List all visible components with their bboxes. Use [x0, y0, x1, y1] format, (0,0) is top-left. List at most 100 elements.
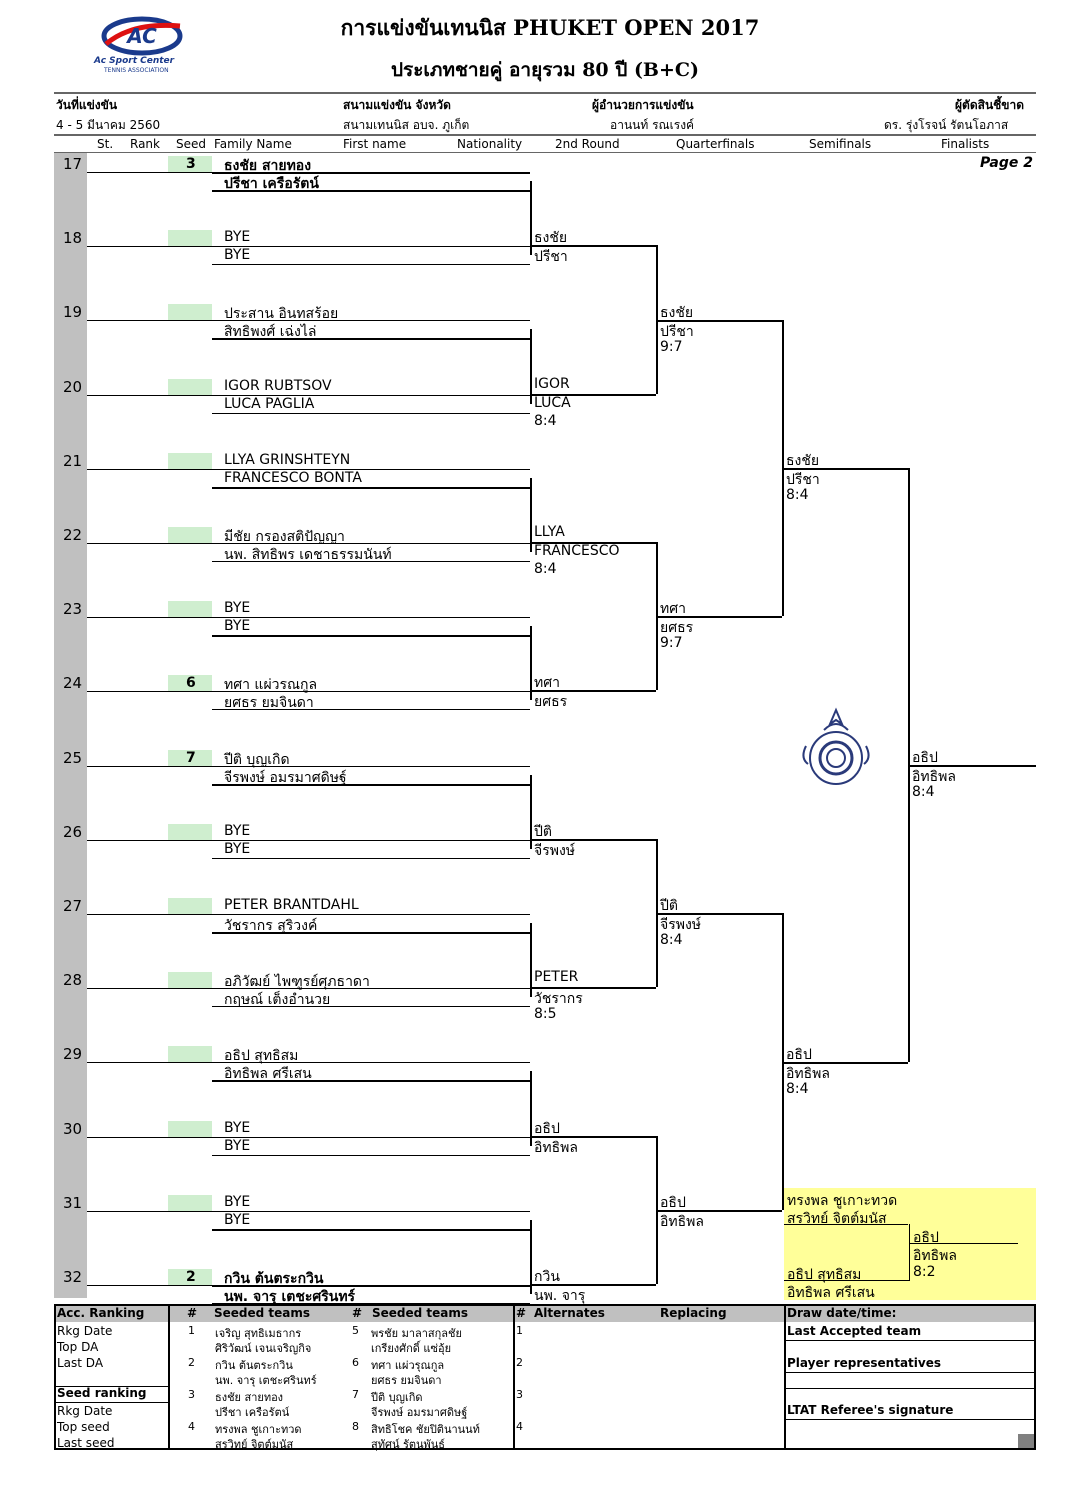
info-referee: ดร. รุ่งโรจน์ รัตนโอภาส [884, 118, 1009, 132]
final-box-winner-b: อิทธิพล [913, 1248, 957, 1264]
round2-name-b: จีรพงษ์ [534, 843, 576, 859]
team-player-1: กวิน ต้นตระกวิน [224, 1271, 324, 1287]
entry-line-left [87, 320, 212, 321]
finalist-score: 8:4 [912, 784, 935, 800]
entry-line-left [87, 172, 212, 173]
entry-line-left [87, 1137, 212, 1138]
seeded-name-b: ศิริวัฒน์ เจนเจริญกิจ [215, 1342, 312, 1355]
entry-line-left [87, 914, 212, 915]
draw-number: 22 [63, 526, 83, 544]
final-box-top-b: สรวิทย์ จิตต์มนัส [787, 1211, 887, 1227]
seed-cell [168, 1195, 212, 1211]
footer-right-label: Last Accepted team [787, 1324, 922, 1338]
entry-line-2 [212, 1229, 530, 1231]
seeded-name-a: พรชัย มาลาสกุลชัย [371, 1327, 462, 1340]
team-player-2: BYE [224, 1212, 251, 1228]
footer-right-rule-0 [786, 1340, 1034, 1341]
seed-cell [168, 453, 212, 469]
entry-line-left [87, 1062, 212, 1063]
seed-number: 3 [186, 156, 196, 172]
round2-score: 8:4 [534, 413, 557, 429]
seed-cell [168, 1121, 212, 1137]
col-sf: Semifinals [809, 137, 872, 151]
round2-name-a: ทศา [534, 675, 560, 691]
draw-number: 24 [63, 674, 83, 692]
seeded-name-a: ทรงพล ชูเกาะทวด [215, 1423, 302, 1436]
team-player-1: LLYA GRINSHTEYN [224, 452, 351, 468]
logo-mark-icon: AC [101, 16, 183, 56]
seed-cell [168, 230, 212, 246]
team-player-2: ยศธร ยมจินดา [224, 695, 314, 711]
qf-name-a: ทศา [660, 601, 686, 617]
logo: AC Ac Sport Center TENNIS ASSOCIATION [92, 14, 192, 76]
entry-line-left [87, 246, 212, 247]
qf-name-a: อธิป [660, 1195, 686, 1211]
seeded-num: 1 [188, 1324, 195, 1337]
entry-line-1 [212, 988, 530, 989]
sf-output-line [782, 468, 908, 470]
round2-output-line [530, 987, 656, 989]
draw-number: 25 [63, 749, 83, 767]
footer-right-label: Draw date/time: [787, 1306, 897, 1320]
draw-number: 17 [63, 155, 83, 173]
draw-number: 29 [63, 1045, 83, 1063]
qf-name-b: จีรพงษ์ [660, 917, 702, 933]
info-bottom-rule [54, 134, 1036, 136]
seed-cell [168, 304, 212, 320]
entry-line-2 [212, 1155, 530, 1156]
seed-cell [168, 750, 212, 766]
seeded-hdr-num-2: # [352, 1306, 363, 1320]
footer-left-label: Top seed [57, 1420, 110, 1434]
team-player-2: สิทธิพงศ์ เฉ่งไล่ [224, 324, 317, 340]
info-top-rule [54, 92, 1036, 94]
seeded-name-b: เกรียงศักดิ์ แซ่อุ้ย [371, 1342, 452, 1355]
entry-line-2 [212, 561, 530, 562]
entry-line-left [87, 988, 212, 989]
seeded-name-b: สรวิทย์ จิตต์มนัส [215, 1438, 294, 1451]
footer-divider-1 [513, 1304, 515, 1450]
round2-name-a: ปีติ [534, 824, 552, 840]
team-player-2: ปรีชา เครือรัตน์ [224, 176, 319, 192]
entry-line-2 [212, 709, 530, 710]
team-player-2: FRANCESCO BONTA [224, 470, 362, 486]
seeded-num: 4 [188, 1420, 195, 1433]
entry-line-left [87, 395, 212, 396]
seeded-num: 7 [352, 1388, 359, 1401]
info-label-date: วันที่แข่งขัน [56, 98, 118, 112]
round2-output-line [530, 1284, 656, 1286]
final-box-score: 8:2 [913, 1264, 936, 1280]
seeded-name-a: เจริญ สุทธิเมธากร [215, 1327, 302, 1340]
page-subtitle: ประเภทชายคู่ อายุรวม 80 ปี (B+C) [390, 59, 700, 81]
round2-name-a: IGOR [534, 376, 570, 392]
draw-number: 26 [63, 823, 83, 841]
round2-name-a: กวิน [534, 1269, 560, 1285]
round2-name-b: ยศธร [534, 694, 568, 710]
round2-connector [530, 923, 532, 997]
round2-output-line [530, 394, 656, 396]
team-player-2: จีรพงษ์ อมรมาศดิษฐ์ [224, 770, 347, 786]
sf-name-b: อิทธิพล [786, 1066, 830, 1082]
final-box-winner-a: อธิป [913, 1230, 939, 1246]
final-box-rule-1 [784, 1224, 908, 1225]
alternate-num: 3 [516, 1388, 523, 1401]
entry-line-2 [212, 858, 530, 859]
footer-left-label: Last DA [57, 1356, 104, 1370]
round2-connector [530, 478, 532, 552]
team-player-1: BYE [224, 823, 251, 839]
alt-hdr: Alternates [534, 1306, 605, 1320]
info-label-venue: สนามแข่งขัน จังหวัด [343, 98, 451, 112]
team-player-2: วัชรากร สุริวงค์ [224, 918, 318, 934]
seal-icon [802, 707, 870, 785]
col-2nd-round: 2nd Round [555, 137, 620, 151]
info-director: อานนท์ รณเรงค์ [610, 118, 695, 132]
entry-line-2 [212, 635, 530, 637]
round2-name-b: ปรีชา [534, 249, 568, 265]
seed-cell [168, 156, 212, 172]
qf-output-line [656, 320, 782, 322]
sf-output-line [782, 1062, 908, 1064]
footer-left-label: Top DA [57, 1340, 99, 1354]
entry-line-2 [212, 487, 530, 489]
seeded-num: 6 [352, 1356, 359, 1369]
col-family: Family Name [214, 137, 292, 151]
page-label: Page 2 [980, 155, 1033, 171]
